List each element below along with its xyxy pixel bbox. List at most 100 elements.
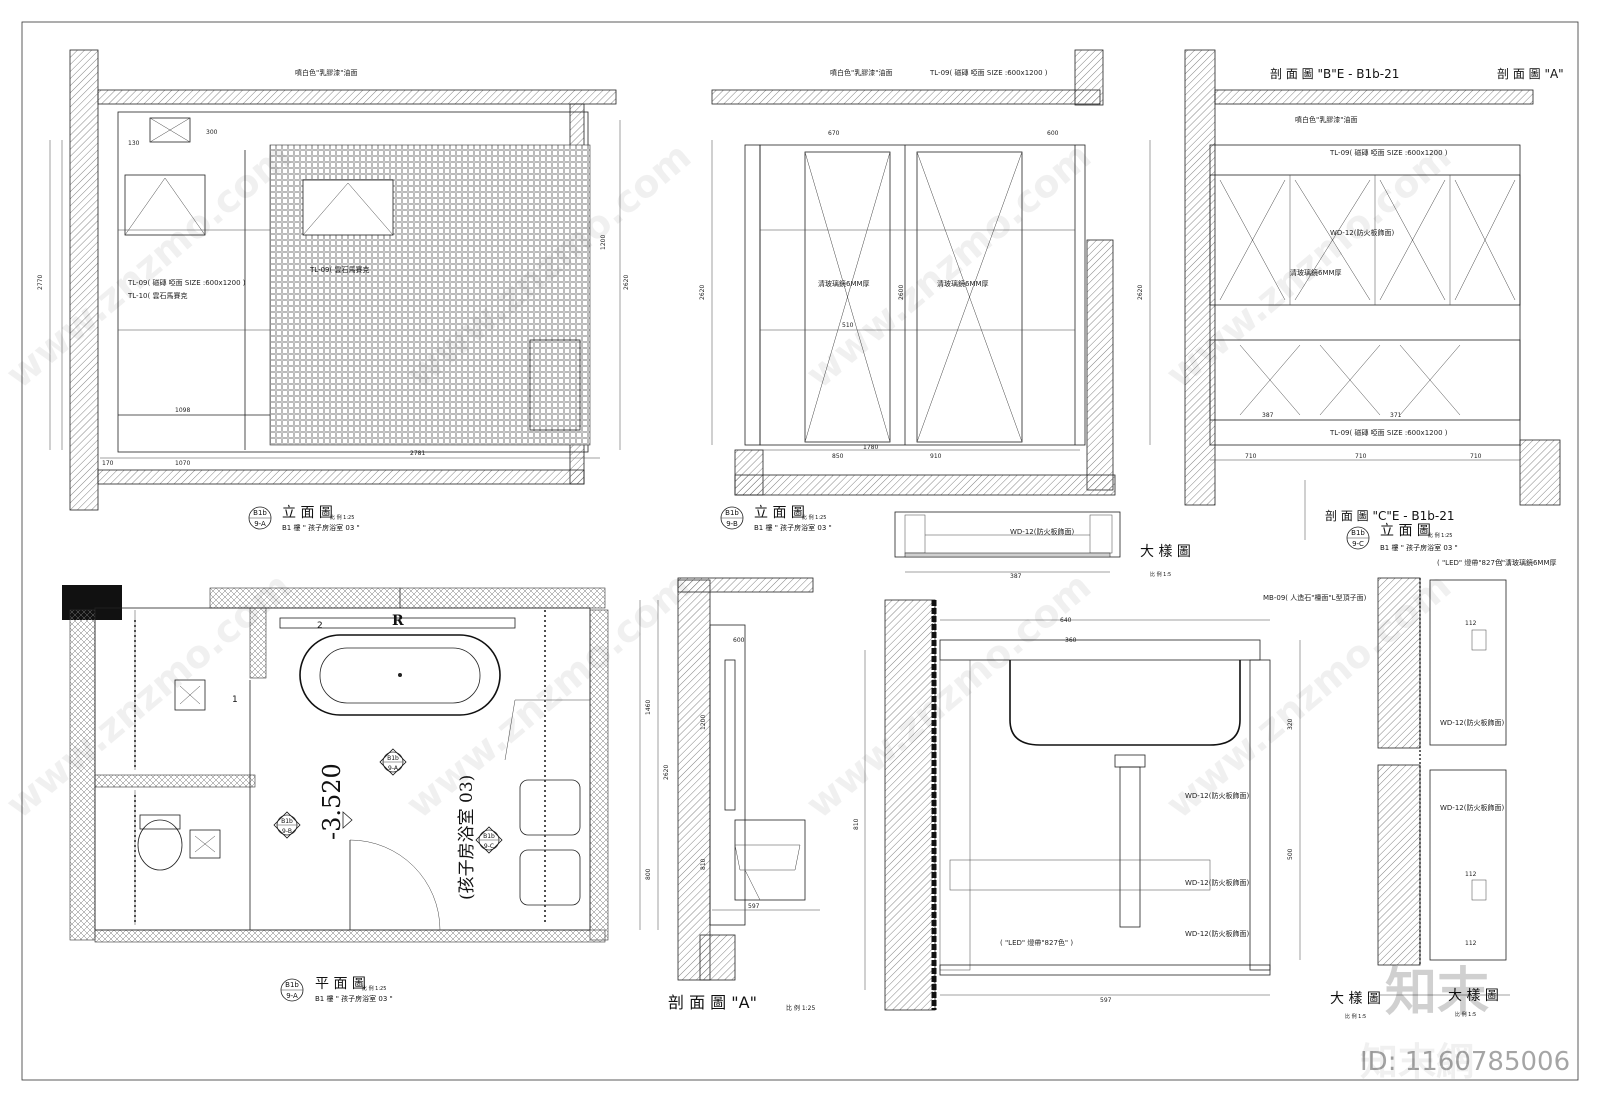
plan-tag-bottom: 9-A: [286, 992, 298, 1000]
elev-c-tag-top: B1b: [1351, 529, 1365, 537]
elev-b-note-3: 清玻璃鏡6MM厚: [937, 279, 989, 288]
plan-marker-a-bottom: 9-A: [388, 765, 399, 772]
section-a-dim-6: 597: [748, 903, 760, 910]
section-a-dim-5: 600: [733, 637, 745, 644]
detail-mid-dim-1: 360: [1065, 637, 1077, 644]
elev-a-scale: 比 例 1:25: [330, 514, 354, 521]
plan-section-marker-a: B1b 9-A: [379, 748, 407, 776]
elev-b-dim-6: 910: [930, 453, 942, 460]
detail-mid-title: 大 樣 圖: [1330, 990, 1381, 1007]
plan-title-block: B1b 9-A 平 面 圖 比 例 1:25 B1 樓 " 孩子房浴室 03 ": [280, 976, 393, 1003]
elev-a-dim-6: 170: [102, 460, 114, 467]
elev-c-title-block: B1b 9-C 立 面 圖 比 例 1:25 B1 樓 " 孩子房浴室 03 ": [1346, 523, 1458, 552]
section-a-title-block: 剖 面 圖 "A" 比 例 1:25: [668, 993, 815, 1012]
detail-right-title: 大 樣 圖: [1448, 987, 1499, 1004]
plan-bath-mark: R: [392, 613, 404, 629]
elev-c-note-3: 清玻璃鏡6MM厚: [1290, 268, 1342, 277]
elev-c-note-2: WD-12(防火板飾面): [1330, 228, 1394, 237]
elev-b-dim-4: 1780: [863, 444, 878, 451]
elev-a-subtitle: B1 樓 " 孩子房浴室 03 ": [282, 523, 360, 532]
plan-marker-c-bottom: 9-C: [484, 843, 494, 850]
elev-b-dim-0: 2620: [699, 285, 706, 300]
elev-b-note-1: TL-09( 磁磚 啞面 SIZE :600x1200 ): [929, 68, 1048, 77]
detail-mid-note-4: ( "LED" 燈帶"827色" ): [1000, 938, 1073, 947]
brand-logo: 知末: [1385, 963, 1489, 1023]
elev-c-title: 立 面 圖: [1380, 523, 1431, 539]
elev-a-dim-1: 2620: [623, 275, 630, 290]
detail-right-dim-1: 112: [1465, 871, 1477, 878]
elev-a-note-3: TL-09( 雲石馬賽克: [309, 265, 369, 274]
section-a-scale: 比 例 1:25: [786, 1004, 815, 1012]
detail-mid-dim-5: 597: [1100, 997, 1112, 1004]
elev-b-tag-top: B1b: [725, 509, 739, 517]
section-a-dim-3: 810: [700, 858, 707, 870]
section-a-title: 剖 面 圖 "A": [668, 993, 757, 1012]
plan-num-1: 1: [232, 695, 238, 705]
elev-a-title: 立 面 圖: [282, 505, 333, 521]
elev-c-note-1: TL-09( 磁磚 啞面 SIZE :600x1200 ): [1329, 148, 1448, 157]
elev-a-dim-4: 1098: [175, 407, 190, 414]
detail-mid-dim-0: 640: [1060, 617, 1072, 624]
detail-mid-dim-3: 320: [1287, 718, 1294, 730]
detail-mid-note-2: WD-12(防火板飾面): [1185, 878, 1249, 887]
elev-a-tag-bottom: 9-A: [254, 520, 266, 528]
plan-marker-b-bottom: 9-B: [282, 828, 292, 835]
elev-a-dim-8: 130: [128, 140, 140, 147]
elev-c-section-a-top: 剖 面 圖 "A": [1497, 67, 1564, 81]
watermark-site-5: www.znzmo.com: [0, 564, 299, 827]
elevation-9b: 噴白色"乳膠漆"油面 TL-09( 磁磚 啞面 SIZE :600x1200 )…: [699, 49, 1116, 496]
logo-text: 知末: [1385, 963, 1489, 1023]
elev-b-tag-bottom: 9-B: [726, 520, 738, 528]
elev-b-dim-1: 2600: [898, 285, 905, 300]
plan-marker-c-top: B1b: [483, 833, 495, 840]
detail-right-dim-0: 112: [1465, 620, 1477, 627]
detail-right-note-3: WD-12(防火板飾面): [1440, 803, 1504, 812]
elev-b-dim-5: 850: [832, 453, 844, 460]
detail-mid-note-0: MB-09( 人造石"檯面"L型頂子面): [1263, 593, 1367, 602]
elev-c-dim-4: 387: [1262, 412, 1274, 419]
detail-top-title: 大 樣 圖: [1140, 543, 1191, 560]
plan-level: -3.520: [318, 763, 346, 840]
detail-right-note-2: WD-12(防火板飾面): [1440, 718, 1504, 727]
elev-c-tag-bottom: 9-C: [1352, 540, 1364, 548]
plan-tag-top: B1b: [285, 981, 299, 989]
elev-b-note-2: 清玻璃鏡6MM厚: [818, 279, 870, 288]
elevation-9a: 噴白色"乳膠漆"油面 TL-09( 磁磚 啞面 SIZE :600x1200 )…: [37, 49, 630, 511]
elev-c-dim-0: 2620: [1137, 285, 1144, 300]
elev-b-title: 立 面 圖: [754, 505, 805, 521]
plan-section-marker-c: B1b 9-C: [475, 826, 503, 854]
section-a-dim-2: 1200: [700, 715, 707, 730]
detail-right-note-0: ( "LED" 燈帶"827色" ): [1437, 558, 1510, 567]
elev-a-dim-3: 1200: [600, 235, 607, 250]
elev-c-subtitle: B1 樓 " 孩子房浴室 03 ": [1380, 543, 1458, 552]
elev-c-dim-3: 710: [1470, 453, 1482, 460]
elev-a-note-1: TL-09( 磁磚 啞面 SIZE :600x1200 ): [127, 278, 246, 287]
elev-c-note-4: TL-09( 磁磚 啞面 SIZE :600x1200 ): [1329, 428, 1448, 437]
elev-a-dim-2: 2781: [410, 450, 425, 457]
plan-title: 平 面 圖: [315, 976, 366, 992]
watermark-site-7: www.znzmo.com: [798, 564, 1100, 827]
elev-a-dim-0: 2770: [37, 275, 44, 290]
elevation-9c: 噴白色"乳膠漆"油面 TL-09( 磁磚 啞面 SIZE :600x1200 )…: [1137, 49, 1564, 540]
elev-b-dim-7: 510: [842, 322, 854, 329]
detail-right-scale: 比 例 1:5: [1455, 1011, 1476, 1018]
elev-b-subtitle: B1 樓 " 孩子房浴室 03 ": [754, 523, 832, 532]
plan-room-label: (孩子房浴室 03): [457, 775, 477, 900]
detail-top: WD-12(防火板飾面) 387 大 樣 圖 比 例 1:5: [894, 511, 1191, 580]
detail-mid-scale: 比 例 1:5: [1345, 1013, 1366, 1020]
detail-mid-dim-2: 810: [853, 818, 860, 830]
detail-right-note-1: ( 清玻璃鏡6MM厚: [1500, 558, 1557, 567]
floor-plan: R 2 1 -3.520 (孩子房浴室 03): [62, 585, 609, 943]
detail-mid: MB-09( 人造石"檯面"L型頂子面) WD-12(防火板飾面) WD-12(…: [853, 593, 1381, 1020]
sheet-border: [21, 21, 1579, 1081]
elev-c-section-b: 剖 面 圖 "B"E - B1b-21: [1270, 67, 1399, 81]
plan-section-marker-b: B1b 9-B: [273, 811, 301, 839]
elev-c-dim-1: 710: [1245, 453, 1257, 460]
elev-b-dim-3: 600: [1047, 130, 1059, 137]
plan-marker-b-top: B1b: [281, 818, 293, 825]
detail-mid-dim-4: 500: [1287, 848, 1294, 860]
section-a-dim-4: 800: [645, 868, 652, 880]
watermark-site-3: www.znzmo.com: [798, 134, 1100, 397]
elev-a-dim-5: 1070: [175, 460, 190, 467]
